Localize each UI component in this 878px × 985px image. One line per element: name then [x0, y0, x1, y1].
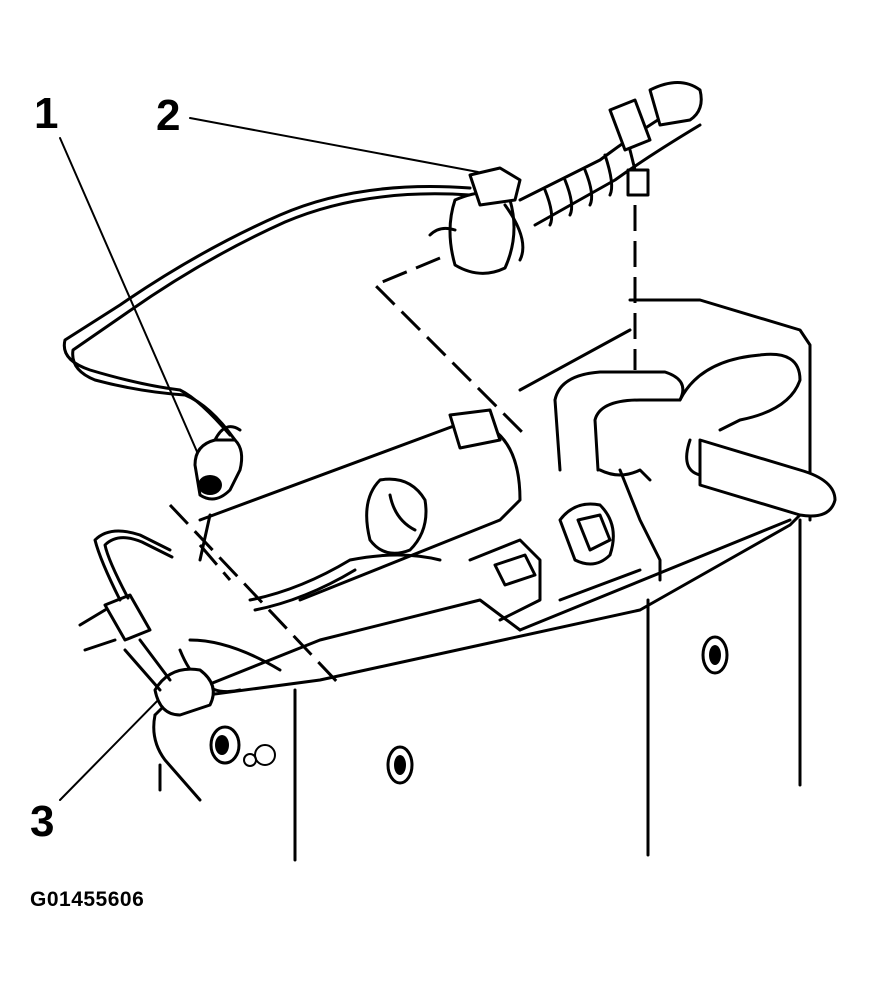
center-component [178, 408, 642, 694]
sensor-1 [62, 185, 472, 501]
sensor-3 [78, 529, 276, 767]
leader-line-3 [59, 689, 169, 801]
leader-line-1 [59, 137, 206, 471]
figure-id: G01455606 [30, 888, 145, 911]
coolant-hoses [553, 352, 837, 582]
callout-3: 3 [30, 797, 55, 846]
installation-lines [168, 205, 637, 687]
callout-1: 1 [34, 89, 59, 138]
callout-2: 2 [156, 91, 181, 140]
engine-block [152, 298, 812, 862]
leader-line-2 [189, 117, 479, 173]
sensor-2 [428, 81, 703, 275]
